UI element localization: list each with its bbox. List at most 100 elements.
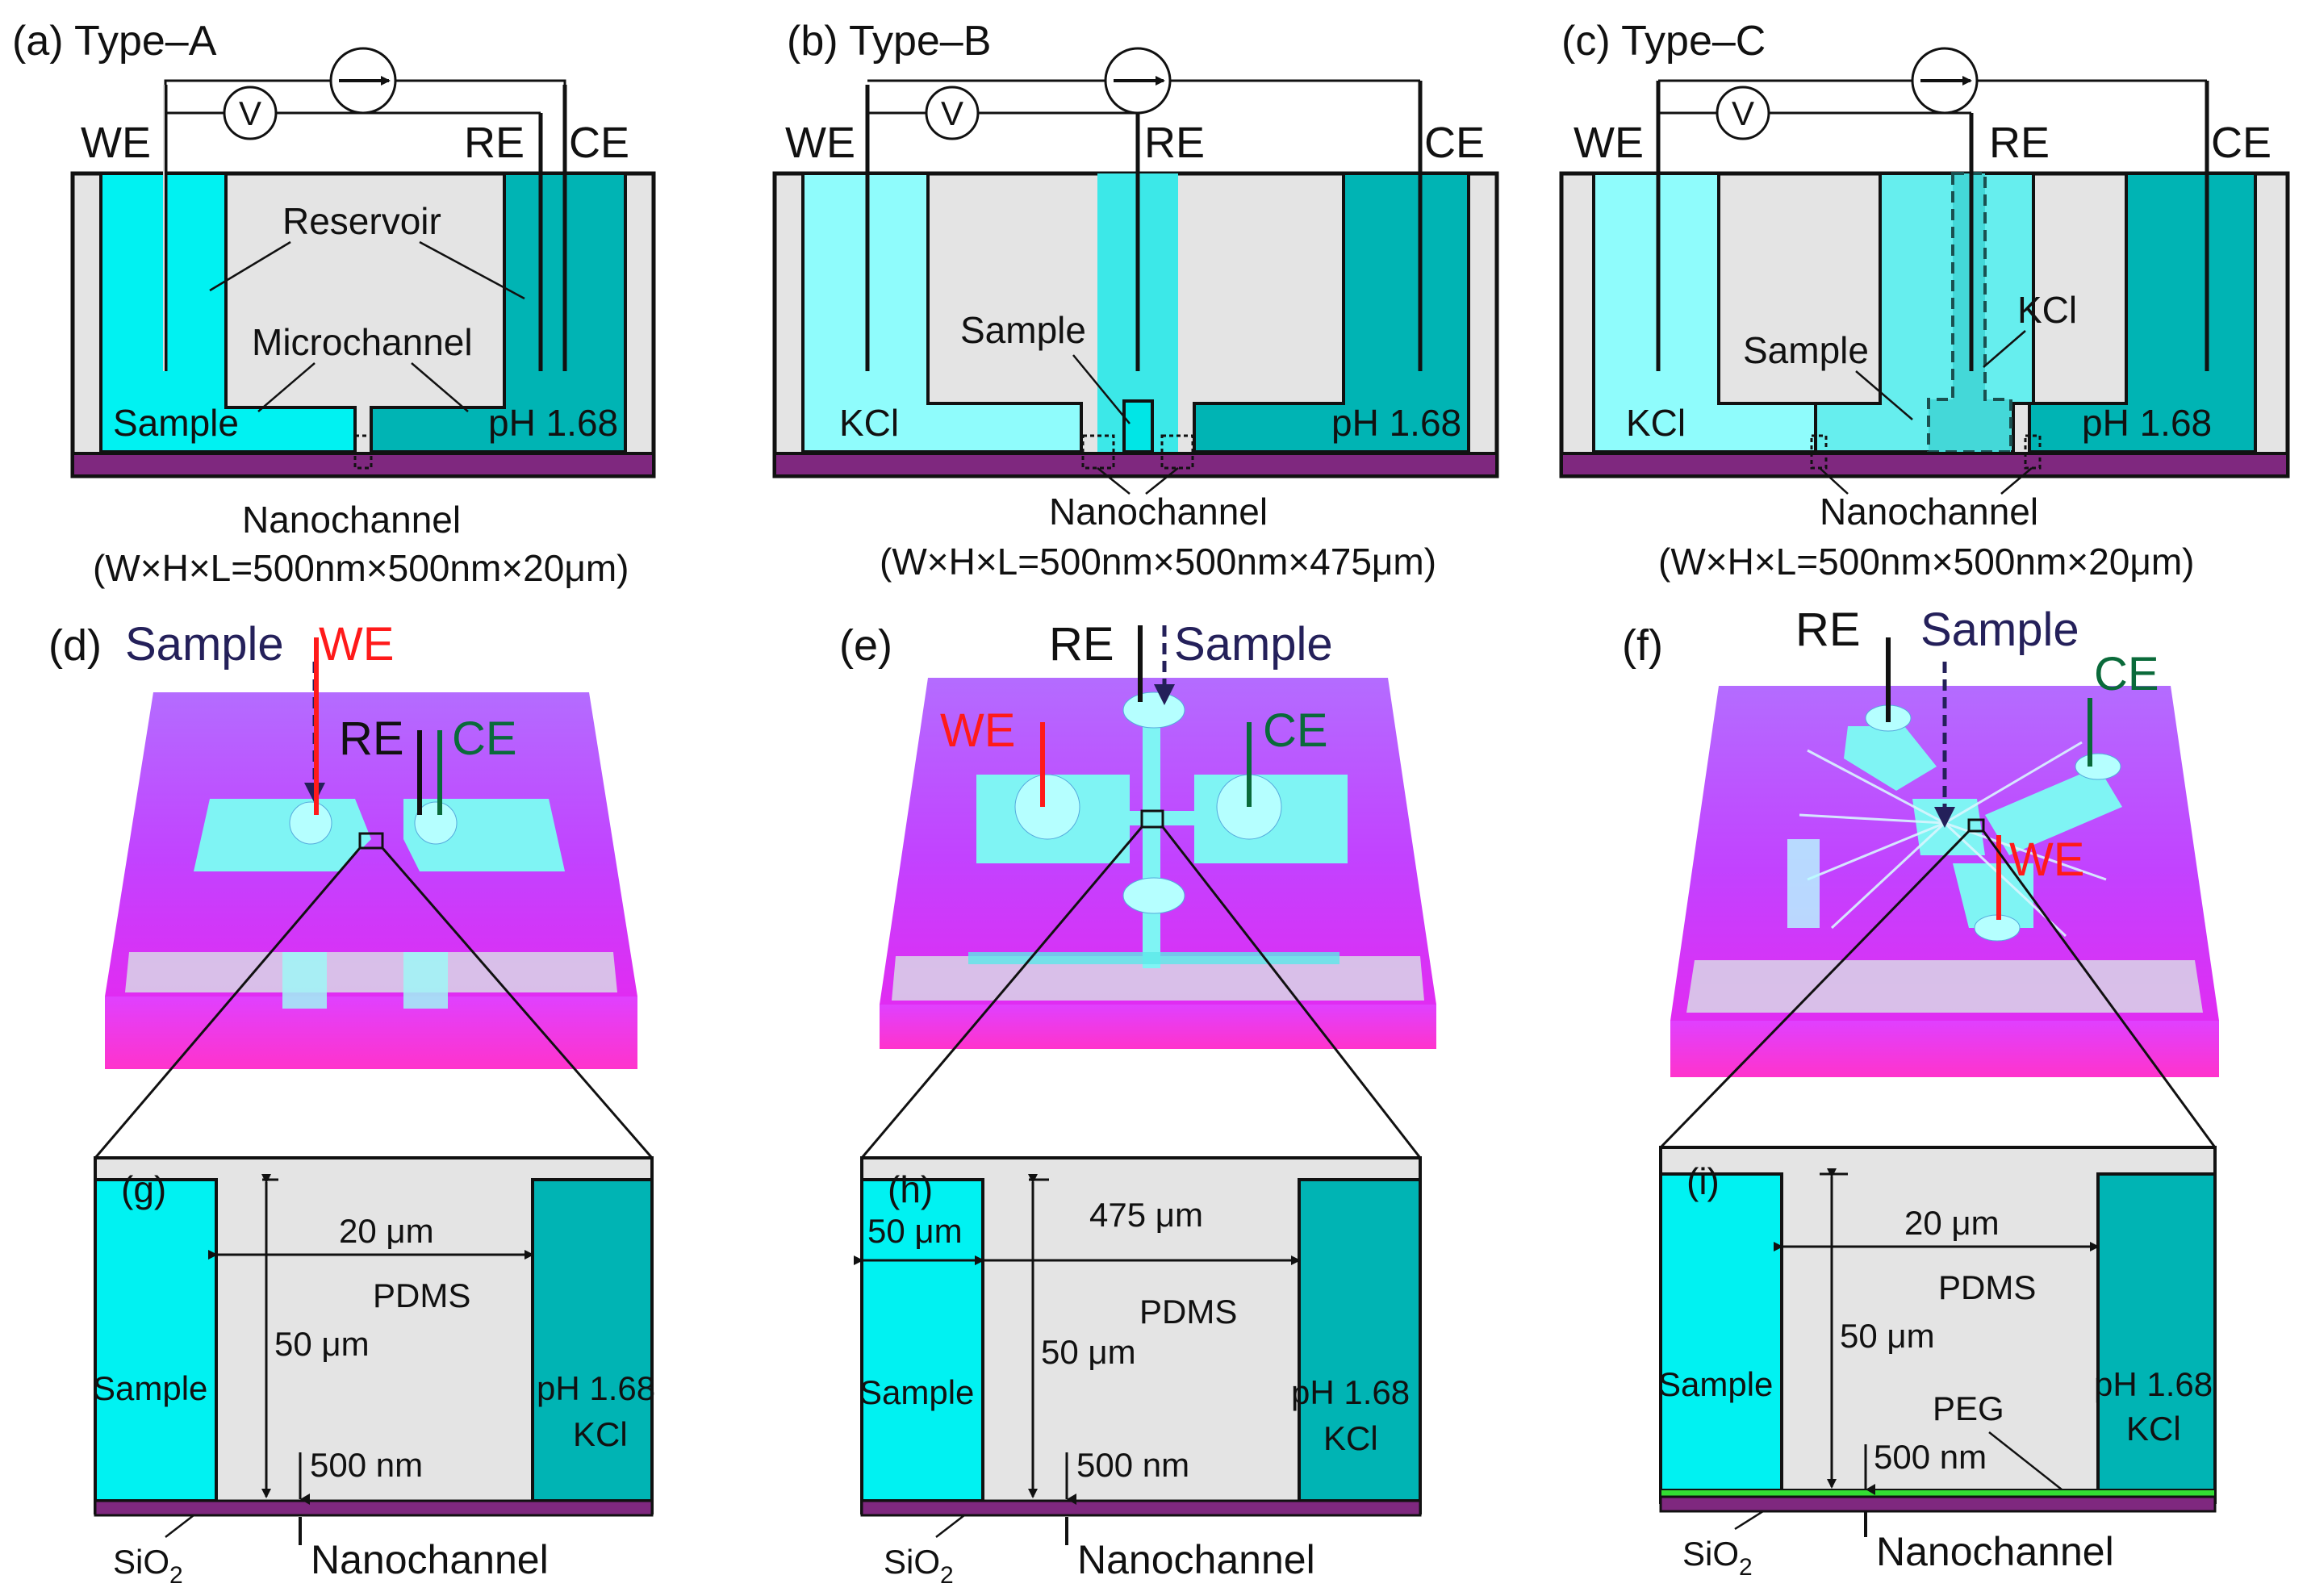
pdms-label: PDMS [1139, 1293, 1237, 1331]
pdms-label: PDMS [373, 1276, 470, 1314]
length-label: 20 μm [1904, 1204, 2000, 1242]
chip-side [105, 996, 637, 1069]
re-label: RE [339, 712, 404, 765]
pdms-label: PDMS [1938, 1268, 2036, 1306]
sio2-label: SiO2 [884, 1543, 954, 1589]
ph-label: pH 1.68 [2094, 1365, 2213, 1403]
re-label: RE [1144, 119, 1205, 167]
chip-side [1670, 1021, 2219, 1077]
height-label: 50 μm [274, 1325, 370, 1363]
voltmeter-label: V [239, 94, 261, 132]
ce-label: CE [569, 119, 629, 167]
sio2-substrate [773, 452, 1498, 478]
panel-d-label: (d) [48, 621, 102, 670]
sample-label: Sample [960, 309, 1086, 351]
panel-g: (g) 20 μm PDMS 50 μm Sample pH 1.68 KCl … [93, 1156, 655, 1589]
sio2-substrate [860, 1499, 1422, 1517]
depth-label: 500 nm [1874, 1438, 1987, 1476]
chip-side [880, 1005, 1436, 1049]
dimensions-label: (W×H×L=500nm×500nm×20μm) [1658, 541, 2194, 583]
panel-b-title: (b) Type–B [787, 18, 991, 65]
panel-a-title: (a) Type–A [12, 18, 217, 65]
dimensions-label: (W×H×L=500nm×500nm×20μm) [93, 547, 629, 589]
nanochannel-label: Nanochannel [242, 499, 461, 541]
ph-label: pH 1.68 [2082, 402, 2212, 444]
ce-label: CE [452, 712, 517, 765]
kcl-label: KCl [573, 1415, 628, 1453]
panel-g-label: (g) [121, 1168, 166, 1210]
we-label: WE [2009, 834, 2084, 886]
we-label: WE [785, 119, 855, 167]
zoom-box [1967, 818, 1985, 833]
panel-e-label: (e) [839, 621, 892, 670]
ph-reservoir [2096, 1172, 2217, 1492]
length-label: 20 μm [339, 1212, 434, 1250]
ph-label: pH 1.68 [537, 1369, 655, 1407]
we-label: WE [81, 119, 151, 167]
chip-top [105, 692, 637, 996]
height-label: 50 μm [1840, 1317, 1935, 1355]
zoom-box [1140, 809, 1164, 829]
panel-b: (b) Type–B V WE RE CE Sample KCl pH 1.68… [772, 18, 1499, 583]
ce-label: CE [1424, 119, 1485, 167]
sio2-substrate [1659, 1495, 2217, 1513]
panel-h-label: (h) [888, 1168, 933, 1210]
ph-label: pH 1.68 [488, 402, 618, 444]
sample-label: Sample [859, 1373, 974, 1411]
panel-a: (a) Type–A V WE RE CE Reservoir Microcha… [12, 18, 656, 589]
kcl-label: KCl [1323, 1419, 1378, 1457]
we-label: WE [1574, 119, 1644, 167]
peg-label: PEG [1933, 1389, 2004, 1427]
microchannel-label: Microchannel [252, 321, 473, 363]
re-label: RE [1989, 119, 2050, 167]
voltmeter [1716, 86, 1770, 140]
panel-i: (i) 20 μm PDMS 50 μm Sample pH 1.68 KCl … [1658, 1146, 2217, 1581]
panel-c: (c) Type–C V WE RE CE KCl Sample KCl pH … [1559, 18, 2290, 583]
we-label: WE [940, 704, 1015, 757]
sample-reservoir [1659, 1172, 1783, 1492]
sample-label: Sample [93, 1369, 207, 1407]
nanochannel-label: Nanochannel [1876, 1529, 2114, 1574]
ce-label: CE [1263, 704, 1328, 757]
panel-h: (h) 50 μm 475 μm PDMS 50 μm Sample pH 1.… [854, 1156, 1422, 1589]
sample-label: Sample [125, 618, 284, 671]
length-label: 475 μm [1089, 1196, 1203, 1234]
voltmeter-label: V [1732, 94, 1754, 132]
re-label: RE [464, 119, 525, 167]
sample-label: Sample [1920, 604, 2079, 656]
reservoir-label: Reservoir [282, 200, 441, 242]
voltmeter [223, 86, 278, 140]
nanochannel-mark [353, 434, 373, 470]
height-label: 50 μm [1041, 1333, 1136, 1371]
sio2-label: SiO2 [113, 1543, 183, 1589]
left-reservoir [194, 799, 371, 871]
kcl-label: KCl [1626, 402, 1686, 444]
ph-label: pH 1.68 [1331, 402, 1461, 444]
zoom-box [358, 832, 384, 850]
re-label: RE [1049, 618, 1114, 671]
panel-f-label: (f) [1622, 621, 1663, 670]
ph-reservoir [531, 1178, 654, 1502]
sample-label: Sample [1174, 618, 1333, 671]
nanochannel-label: Nanochannel [1820, 491, 2038, 533]
sio2-substrate [71, 452, 655, 478]
voltmeter-label: V [941, 94, 963, 132]
ph-label: pH 1.68 [1291, 1373, 1410, 1411]
nanochannel-label: Nanochannel [311, 1537, 549, 1582]
ce-label: CE [2094, 648, 2159, 700]
dimensions-label: (W×H×L=500nm×500nm×475μm) [880, 541, 1436, 583]
panel-d: (d) Sample WE RE CE [48, 618, 654, 1159]
panel-i-label: (i) [1686, 1160, 1720, 1202]
width-label: 50 μm [867, 1212, 963, 1250]
nanochannel-label: Nanochannel [1049, 491, 1268, 533]
ce-label: CE [2211, 119, 2271, 167]
sample-label: Sample [113, 402, 239, 444]
sio2-label: SiO2 [1682, 1535, 1753, 1581]
nanochannel-label: Nanochannel [1077, 1537, 1315, 1582]
sample-inlet [1122, 691, 1185, 729]
sample-tip [1122, 399, 1154, 453]
sample-label: Sample [1658, 1365, 1773, 1403]
sio2-substrate [94, 1499, 654, 1517]
panel-c-title: (c) Type–C [1561, 18, 1766, 65]
